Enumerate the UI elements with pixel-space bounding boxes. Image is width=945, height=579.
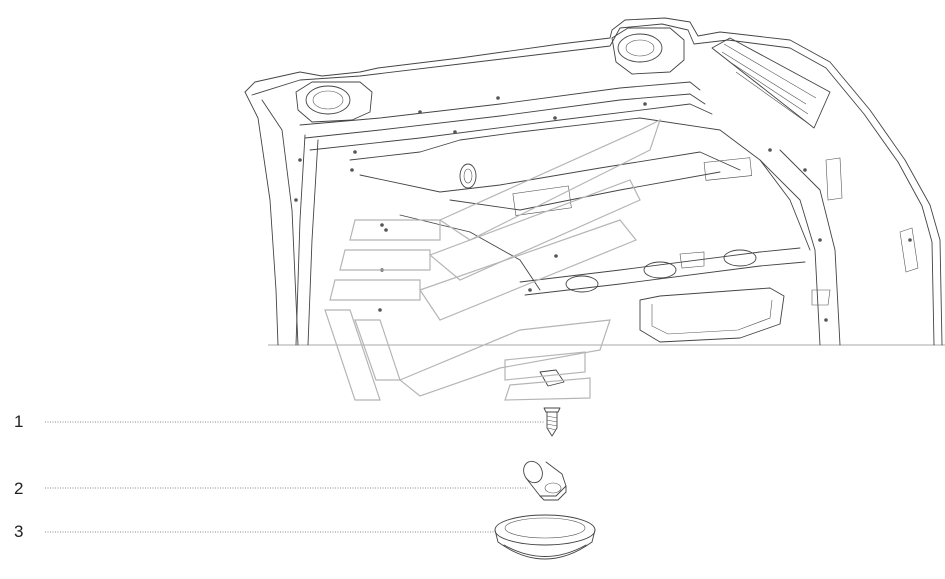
bulb-part: [523, 460, 567, 501]
callout-3-number: 3: [14, 522, 24, 541]
lamp-lens-part: [494, 514, 596, 560]
callout-2-number: 2: [14, 479, 24, 498]
tailgate-panel: [244, 17, 945, 387]
screw-part: [543, 407, 561, 437]
watermark-logo: [324, 118, 662, 401]
callout-1-number: 1: [14, 412, 24, 431]
